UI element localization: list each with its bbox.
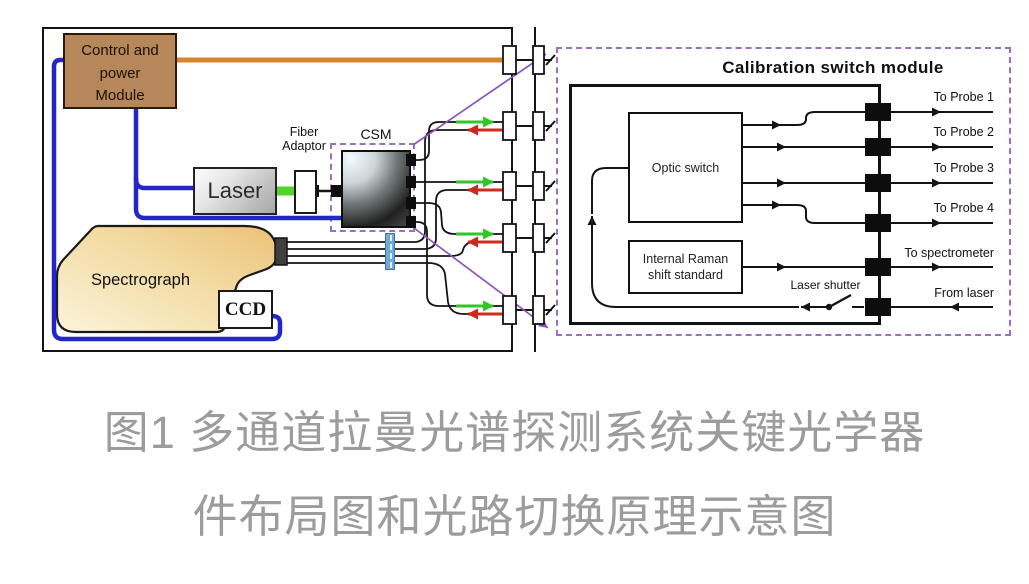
spectrograph-label: Spectrograph (90, 271, 191, 289)
control-power-module-label-2: power (99, 64, 141, 82)
csm-output-port-4 (406, 216, 416, 228)
fiber-adaptor-label: Fiber Adaptor (271, 125, 337, 154)
port-label-to-probe-1: To Probe 1 (933, 90, 994, 104)
calibration-module-title: Calibration switch module (722, 58, 944, 77)
control-power-module-label-3: Module (95, 87, 145, 104)
fiber-holder-bar (385, 233, 395, 270)
port-label-to-probe-2: To Probe 2 (933, 125, 994, 139)
laser-box: Laser (193, 167, 277, 215)
laser-shutter-pivot (825, 303, 833, 311)
csm-input-port (333, 185, 342, 197)
figure-caption-line-1: 图1 多通道拉曼光谱探测系统关键光学器 (103, 407, 926, 458)
ccd-label: CCD (224, 298, 267, 320)
port-label-to-probe-3: To Probe 3 (933, 161, 994, 175)
optic-switch-box: Optic switch (628, 112, 743, 223)
panel-connector-blocks (502, 45, 545, 325)
raman-standard-label-1: Internal Raman (642, 251, 729, 266)
excitation-arrows (456, 116, 494, 312)
magnified-view-dashed-frame (556, 47, 1011, 336)
blue-power-wires (51, 57, 347, 342)
raman-standard-label-2: shift standard (647, 268, 724, 282)
csm-output-port-2 (406, 176, 416, 188)
csm-output-port-1 (406, 154, 416, 166)
csm-output-port-3 (406, 197, 416, 209)
collection-arrows (467, 124, 505, 320)
control-power-module: Control and power Module (63, 33, 177, 109)
module-bus-connectors (865, 103, 891, 316)
laser-label: Laser (207, 178, 263, 203)
magnify-leader-lines (412, 53, 549, 329)
fiber-adaptor-label-1: Fiber (289, 125, 319, 139)
raman-standard-box: Internal Raman shift standard (628, 240, 743, 294)
calibration-module-wiring (587, 107, 993, 312)
port-label-to-probe-4: To Probe 4 (933, 201, 994, 215)
fiber-adaptor-label-2: Adaptor (282, 139, 326, 154)
csm-box (341, 150, 411, 228)
laser-shutter-label: Laser shutter (790, 278, 861, 292)
port-label-to-spectrometer: To spectrometer (904, 246, 994, 260)
ccd-box: CCD (218, 290, 273, 329)
control-power-module-label-1: Control and (81, 42, 159, 59)
port-label-from-laser: From laser (934, 286, 994, 300)
fiber-adaptor-box (294, 170, 317, 214)
csm-label: CSM (360, 126, 392, 142)
optic-switch-label: Optic switch (651, 160, 720, 175)
figure-caption-line-2: 件布局图和光路切换原理示意图 (192, 491, 837, 542)
fiber-bundle-connector (274, 237, 288, 266)
